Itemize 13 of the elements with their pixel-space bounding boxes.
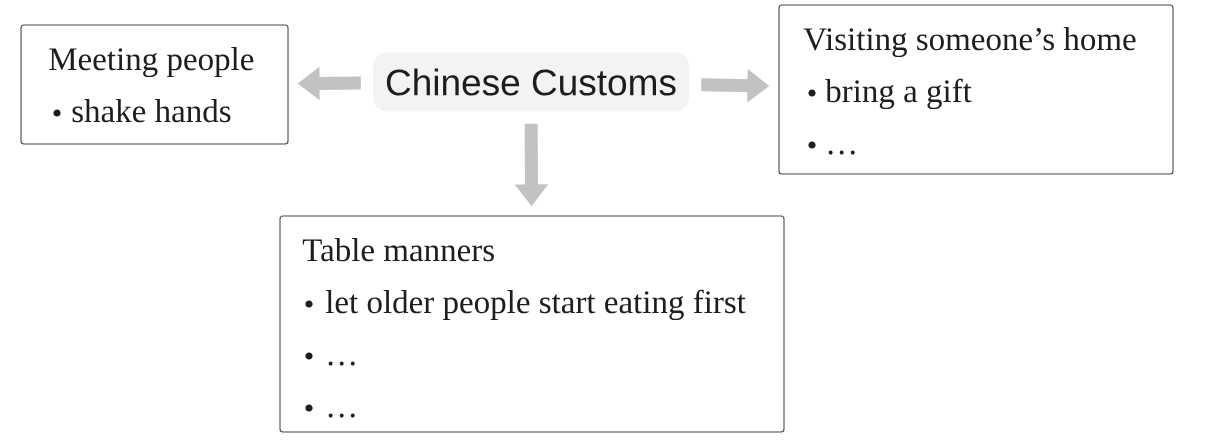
list-item: …	[328, 361, 355, 366]
category-box	[279, 215, 785, 433]
heading-text: Visiting someone’s home	[803, 27, 1136, 58]
central-topic: Chinese Customs	[373, 52, 689, 112]
list-item: …	[828, 150, 855, 155]
category-box	[778, 4, 1174, 175]
category-box	[20, 24, 289, 145]
heading-text: Meeting people	[49, 47, 254, 78]
list-item: let older people start eating first	[325, 289, 746, 321]
list-item: shake hands	[72, 99, 231, 123]
list-item: bring a gift	[825, 78, 972, 110]
list-item: …	[328, 413, 355, 418]
heading-text: Table manners	[302, 238, 494, 262]
